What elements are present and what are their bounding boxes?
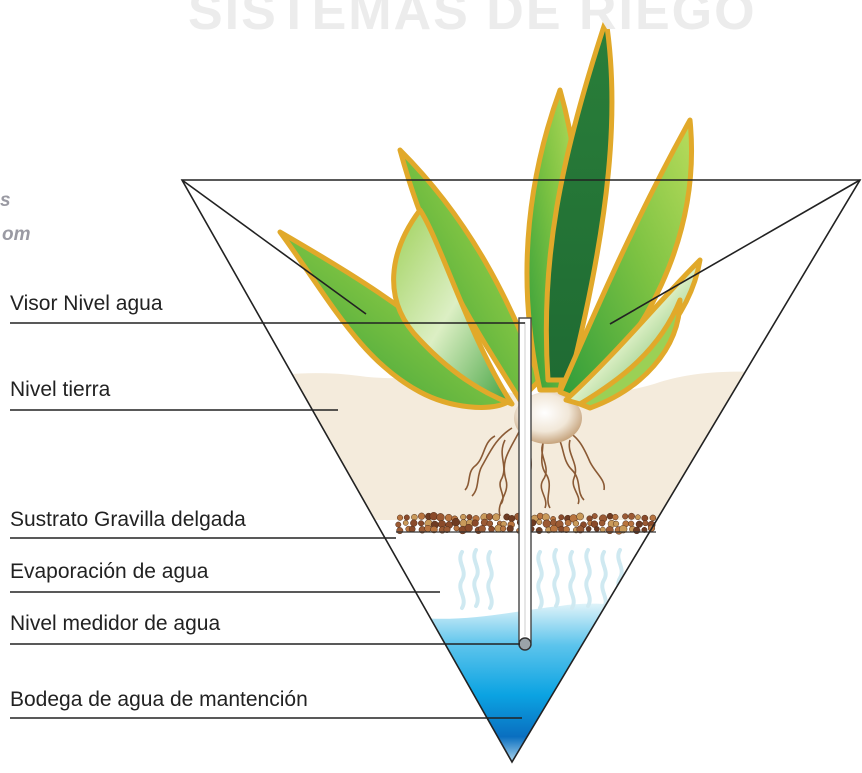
leader-lines [10, 322, 525, 719]
planter-outline [180, 179, 862, 764]
leaf-left-pale [391, 207, 515, 407]
label-sustrato-gravilla: Sustrato Gravilla delgada [10, 508, 246, 531]
planter-rim-right [609, 179, 861, 325]
leaf-left-mid [397, 147, 543, 403]
leaf-top-dark [543, 17, 615, 383]
leaf-right-small [577, 297, 683, 411]
evaporation-wisps [458, 548, 624, 610]
level-gauge [518, 317, 532, 651]
watermark-side-bottom: om [2, 224, 31, 245]
label-evaporacion: Evaporación de agua [10, 560, 209, 583]
watermark-side-top: s [0, 190, 11, 211]
label-bodega-agua: Bodega de agua de mantención [10, 688, 308, 711]
gauge-float [518, 637, 532, 651]
label-nivel-tierra: Nivel tierra [10, 378, 111, 401]
watermark-title: SISTEMAS DE RIEGO [188, 0, 757, 41]
label-nivel-medidor: Nivel medidor de agua [10, 612, 221, 635]
planter-rim-left [181, 179, 367, 315]
label-visor-nivel-agua: Visor Nivel agua [10, 292, 163, 315]
plant-leaves [277, 17, 703, 411]
